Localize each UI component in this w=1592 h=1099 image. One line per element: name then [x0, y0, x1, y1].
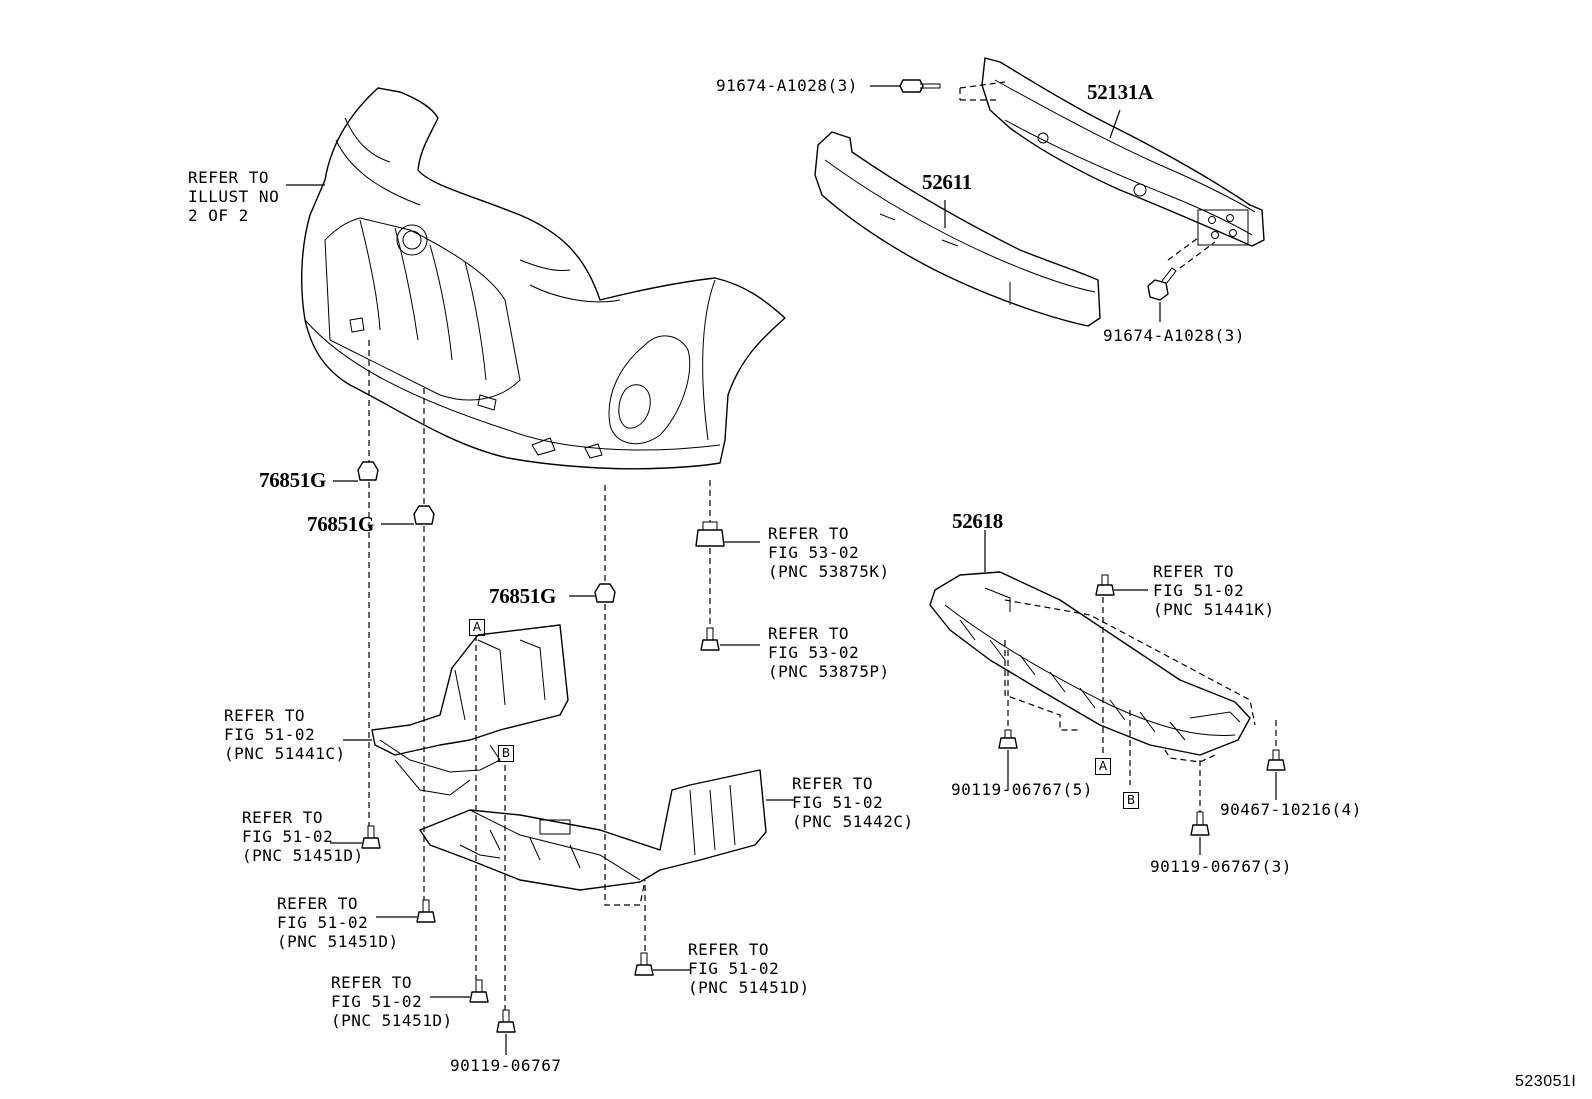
refer-53875p-label: REFER TO FIG 53-02 (PNC 53875P): [768, 624, 890, 681]
refer-line-3: 2 OF 2: [188, 206, 249, 225]
part-number-76851g-1: 76851G: [259, 468, 327, 492]
refer-line-2: FIG 51-02: [331, 992, 423, 1011]
refer-line-3: (PNC 51451D): [688, 978, 810, 997]
part-number-90119-5: 90119-06767(5): [951, 780, 1093, 799]
refer-line-2: FIG 53-02: [768, 543, 860, 562]
refer-line-1: REFER TO: [768, 624, 850, 643]
part-number-90467: 90467-10216(4): [1220, 800, 1362, 819]
bolt-90119-5: [998, 729, 1018, 749]
spoiler-52618: [929, 571, 1256, 763]
bolt-91674-bottom: [1147, 267, 1177, 301]
refer-line-3: (PNC 51451D): [242, 846, 364, 865]
refer-line-1: REFER TO: [224, 706, 306, 725]
refer-line-3: (PNC 53875K): [768, 562, 890, 581]
part-number-91674-top: 91674-A1028(3): [716, 76, 858, 95]
refer-53875k-label: REFER TO FIG 53-02 (PNC 53875K): [768, 524, 890, 581]
bolt-51451d-d: [634, 952, 654, 976]
part-number-76851g-3: 76851G: [489, 584, 557, 608]
marker-a-left: A: [469, 619, 485, 636]
refer-line-2: FIG 51-02: [688, 959, 780, 978]
refer-line-1: REFER TO: [331, 973, 413, 992]
refer-line-3: (PNC 51451D): [331, 1011, 453, 1030]
energy-absorber: [814, 131, 1101, 327]
marker-a-right: A: [1095, 758, 1111, 775]
refer-51451d-a-label: REFER TO FIG 51-02 (PNC 51451D): [242, 808, 364, 865]
part-number-52131a: 52131A: [1087, 80, 1153, 104]
bolt-90119-bottom: [496, 1009, 516, 1033]
refer-line-1: REFER TO: [242, 808, 324, 827]
clip-76851g-3: [594, 583, 616, 603]
refer-line-2: FIG 51-02: [792, 793, 884, 812]
refer-line-2: ILLUST NO: [188, 187, 280, 206]
refer-51451d-b-label: REFER TO FIG 51-02 (PNC 51451D): [277, 894, 399, 951]
refer-51451d-c-label: REFER TO FIG 51-02 (PNC 51451D): [331, 973, 453, 1030]
refer-illust-label: REFER TO ILLUST NO 2 OF 2: [188, 168, 279, 225]
part-number-90119-bottom: 90119-06767: [450, 1056, 562, 1075]
under-cover-51442c: [419, 769, 767, 891]
refer-line-3: (PNC 53875P): [768, 662, 890, 681]
refer-line-1: REFER TO: [688, 940, 770, 959]
refer-line-2: FIG 53-02: [768, 643, 860, 662]
leader-lines: [286, 85, 1277, 1055]
bolt-51451d-c: [469, 979, 489, 1003]
refer-line-1: REFER TO: [188, 168, 270, 187]
refer-51442c-label: REFER TO FIG 51-02 (PNC 51442C): [792, 774, 914, 831]
bolt-51451d-a: [361, 825, 381, 849]
bolt-91674-top: [899, 79, 941, 93]
refer-line-1: REFER TO: [768, 524, 850, 543]
bumper-reinforcement: [959, 57, 1265, 269]
figure-id: 523051I: [1515, 1073, 1577, 1090]
bolt-90467: [1266, 749, 1286, 771]
refer-line-1: REFER TO: [277, 894, 359, 913]
refer-51441c-label: REFER TO FIG 51-02 (PNC 51441C): [224, 706, 346, 763]
refer-line-2: FIG 51-02: [277, 913, 369, 932]
bumper-cover: [301, 87, 786, 470]
refer-line-3: (PNC 51451D): [277, 932, 399, 951]
refer-line-2: FIG 51-02: [242, 827, 334, 846]
clip-76851g-1: [357, 461, 379, 481]
part-number-91674-bottom: 91674-A1028(3): [1103, 326, 1245, 345]
part-number-52611: 52611: [922, 170, 972, 194]
assembly-lines: [368, 340, 1277, 1010]
part-number-76851g-2: 76851G: [307, 512, 375, 536]
bolt-51451d-b: [416, 899, 436, 923]
part-number-52618: 52618: [952, 509, 1004, 533]
marker-b-left: B: [498, 745, 514, 762]
bolt-53875p: [700, 627, 720, 651]
bolt-51441k: [1095, 574, 1115, 596]
refer-51441k-label: REFER TO FIG 51-02 (PNC 51441K): [1153, 562, 1275, 619]
refer-line-1: REFER TO: [792, 774, 874, 793]
marker-b-right: B: [1123, 792, 1139, 809]
under-cover-side-51441c: [371, 624, 569, 796]
clip-76851g-2: [413, 505, 435, 525]
refer-line-3: (PNC 51442C): [792, 812, 914, 831]
clip-53875k: [695, 521, 725, 547]
refer-line-2: FIG 51-02: [1153, 581, 1245, 600]
refer-51451d-d-label: REFER TO FIG 51-02 (PNC 51451D): [688, 940, 810, 997]
bolt-90119-3: [1190, 811, 1210, 836]
refer-line-1: REFER TO: [1153, 562, 1235, 581]
refer-line-3: (PNC 51441K): [1153, 600, 1275, 619]
refer-line-2: FIG 51-02: [224, 725, 316, 744]
part-number-90119-3: 90119-06767(3): [1150, 857, 1292, 876]
refer-line-3: (PNC 51441C): [224, 744, 346, 763]
